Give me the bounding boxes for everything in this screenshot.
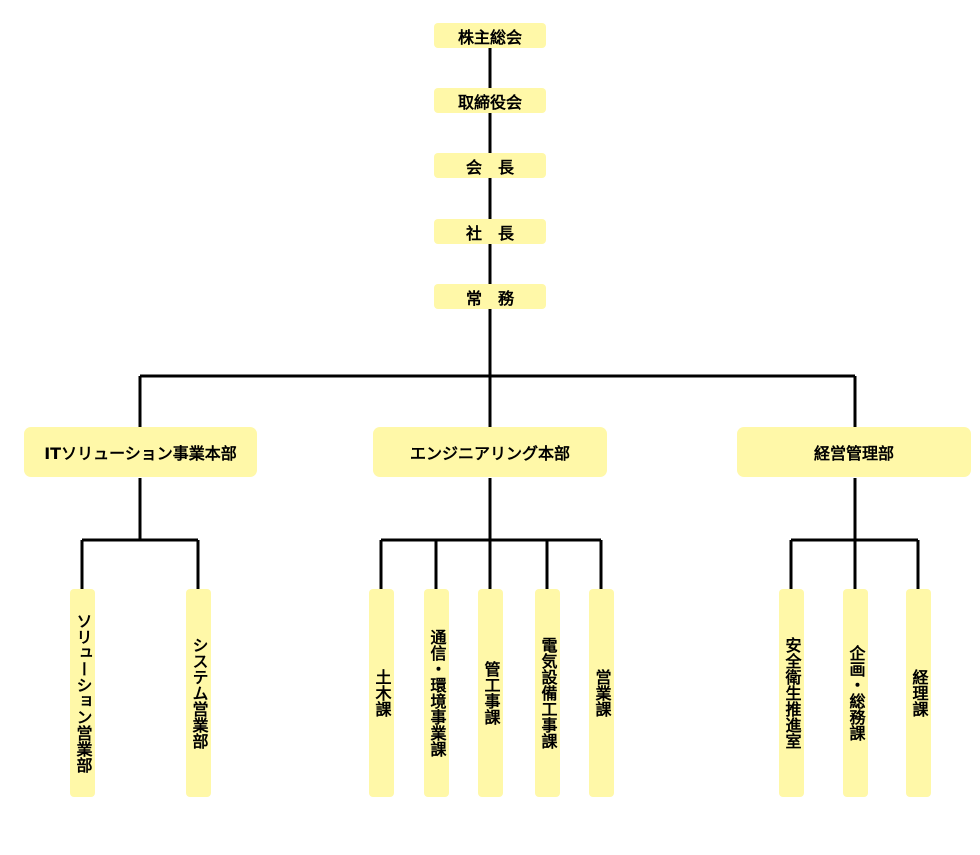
box-telecom-environment-section: 通信・環境事業課 (424, 589, 449, 797)
box-electrical-section: 電気設備工事課 (535, 589, 560, 797)
box-shareholders-meeting: 株主総会 (434, 23, 546, 48)
box-board-of-directors: 取締役会 (434, 88, 546, 113)
box-system-sales-dept: システム営業部 (186, 589, 211, 797)
box-safety-health-office: 安全衛生推進室 (779, 589, 804, 797)
box-planning-general-affairs-section: 企画・総務課 (843, 589, 868, 797)
box-it-solutions-division: ITソリューション事業本部 (24, 427, 257, 477)
box-piping-section: 管工事課 (478, 589, 503, 797)
box-accounting-section: 経理課 (906, 589, 931, 797)
box-engineering-sales-section: 営業課 (589, 589, 614, 797)
box-managing-director: 常 務 (434, 284, 546, 309)
box-civil-section: 土木課 (369, 589, 394, 797)
box-engineering-division: エンジニアリング本部 (373, 427, 607, 477)
box-management-division: 経営管理部 (737, 427, 971, 477)
box-solution-sales-dept: ソリューション営業部 (70, 589, 95, 797)
box-president: 社 長 (434, 219, 546, 244)
box-chairman: 会 長 (434, 153, 546, 178)
